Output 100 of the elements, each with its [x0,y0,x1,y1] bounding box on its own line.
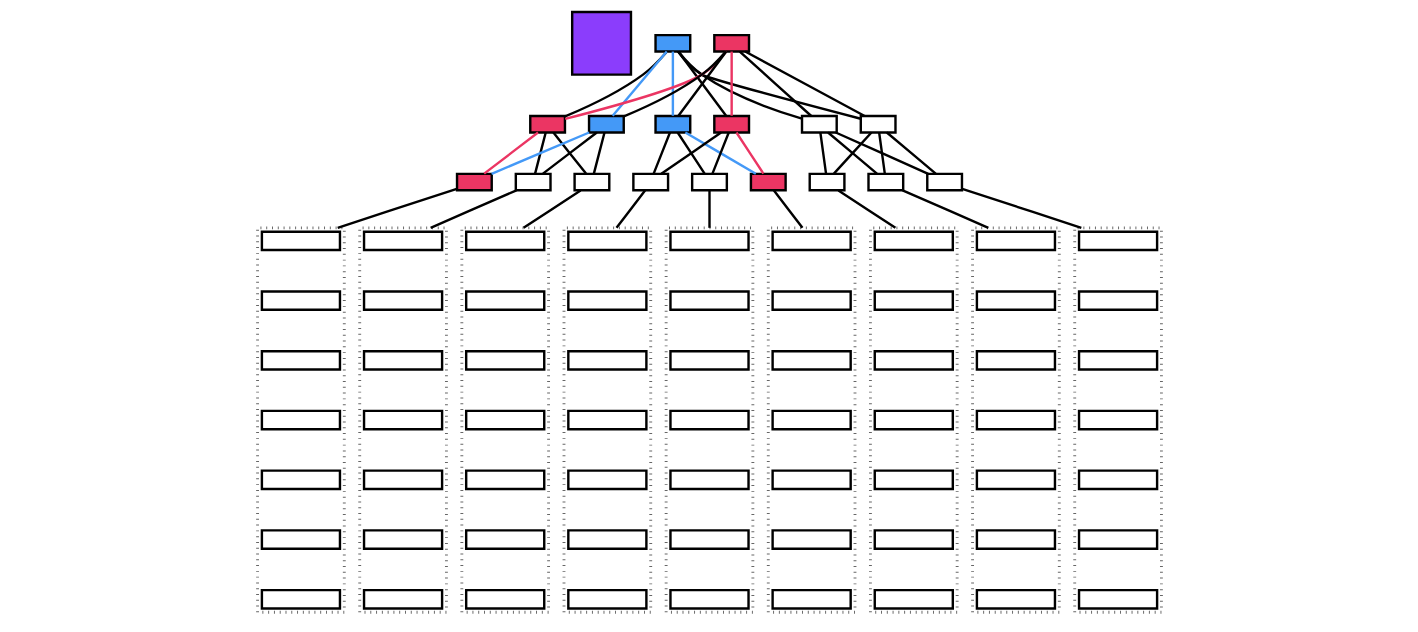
cluster [562,226,652,614]
node-box [1077,409,1158,431]
node-box [668,230,750,252]
node-box [514,172,552,192]
node-box [464,409,545,431]
node-box [260,349,341,371]
node-box [873,409,954,431]
node-box [800,114,838,134]
node-box [975,349,1056,371]
connector [592,132,606,174]
node-box [770,409,852,431]
connector [336,187,457,229]
node-box [566,409,648,431]
cluster [357,226,448,614]
node-box [749,172,787,192]
node-box [566,230,648,252]
node-box [631,172,669,192]
connector [738,50,812,117]
connector [533,132,547,174]
cluster [459,226,550,614]
connector [837,189,896,229]
node-box [587,114,625,134]
node-box [362,349,443,371]
node-box [455,172,493,192]
node-box [873,588,954,610]
connector [707,190,711,228]
node-box [808,172,846,192]
connector [684,131,756,175]
node-box [362,469,443,491]
node-box [362,230,443,252]
node-box [260,469,341,491]
connector [961,187,1082,229]
node-box [464,290,545,311]
cluster [766,226,856,614]
cluster [1072,226,1163,614]
cluster [868,226,959,614]
connector [676,50,861,120]
connector [744,50,865,118]
node-box [975,290,1056,311]
node-box [770,230,852,252]
node-box [873,469,954,491]
node-box [1077,469,1158,491]
connector [826,131,878,175]
connector [834,131,929,175]
node-box [528,114,566,134]
node-box [1077,588,1158,610]
node-box [712,33,750,53]
node-box [668,588,750,610]
node-box [1077,290,1158,311]
node-box [566,529,648,550]
connector [885,131,936,175]
node-box [362,529,443,550]
connector [482,131,539,175]
connector [676,131,706,175]
node-box [975,469,1056,491]
node-box [464,230,545,252]
node-box [572,172,610,192]
node-box [260,230,341,252]
node-box [668,409,750,431]
node-box [464,469,545,491]
connector [490,131,590,175]
node-box [566,349,648,371]
connector [671,51,674,116]
node-box [362,588,443,610]
connector [729,51,733,116]
node-box [260,409,341,431]
node-box [873,230,954,252]
connector [676,50,802,120]
connector [772,189,803,229]
connector [429,189,517,229]
connector [901,189,989,229]
node-box [859,114,897,134]
node-box [873,529,954,550]
node-box [925,172,963,192]
connector [832,131,872,175]
connector [541,131,598,175]
cluster [970,226,1061,614]
node-box [260,529,341,550]
connector [564,50,668,118]
node-box [653,114,691,134]
node-box [975,588,1056,610]
node-box [668,290,750,311]
node-box [668,469,750,491]
node-box [566,290,648,311]
node-box [362,409,443,431]
node-box [1077,349,1158,371]
connector [734,131,764,175]
connector [652,132,671,175]
node-box [690,172,728,192]
cluster [664,226,754,614]
node-box [668,349,750,371]
node-box [566,469,648,491]
node-box [975,409,1056,431]
node-box [770,290,852,311]
node-box [1077,529,1158,550]
node-box [770,469,852,491]
node-box [712,114,750,134]
node-box [464,529,545,550]
node-box [770,349,852,371]
node-box [464,588,545,610]
